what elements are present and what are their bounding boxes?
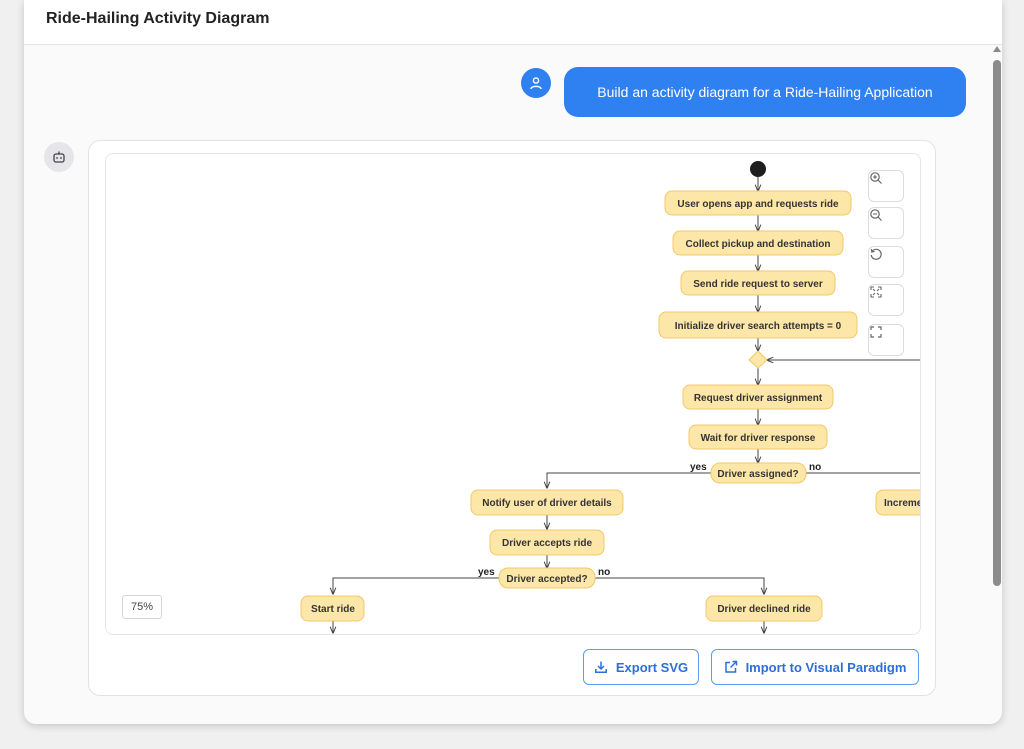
fit-icon — [869, 285, 883, 299]
label-no-2: no — [598, 567, 610, 578]
zoom-in-icon — [869, 171, 883, 185]
reset-icon — [869, 247, 883, 261]
node-wait-response: Wait for driver response — [689, 425, 827, 449]
bot-avatar — [44, 142, 74, 172]
svg-text:User opens app and requests ri: User opens app and requests ride — [677, 199, 839, 210]
label-no-1: no — [809, 462, 821, 473]
download-icon — [594, 660, 608, 674]
node-collect-pickup: Collect pickup and destination — [673, 231, 843, 255]
node-user-opens-app: User opens app and requests ride — [665, 191, 851, 215]
label-yes-1: yes — [690, 462, 707, 473]
start-node — [750, 161, 766, 177]
zoom-in-button[interactable] — [868, 170, 904, 202]
scroll-thumb[interactable] — [993, 60, 1001, 586]
svg-text:Collect pickup and destination: Collect pickup and destination — [685, 239, 830, 250]
export-svg-label: Export SVG — [616, 660, 688, 675]
import-label: Import to Visual Paradigm — [746, 660, 907, 675]
user-message-bubble: Build an activity diagram for a Ride-Hai… — [564, 67, 966, 117]
svg-text:Initialize driver search attem: Initialize driver search attempts = 0 — [675, 321, 842, 332]
svg-text:Start ride: Start ride — [311, 604, 355, 615]
merge-node — [749, 351, 767, 368]
decision-driver-assigned: Driver assigned? — [711, 463, 806, 483]
zoom-level-badge: 75% — [122, 595, 162, 619]
svg-text:Driver accepts ride: Driver accepts ride — [502, 538, 592, 549]
zoom-out-button[interactable] — [868, 207, 904, 239]
node-increment-attempts: Increme — [876, 490, 920, 515]
node-start-ride: Start ride — [301, 596, 364, 621]
scroll-up-icon[interactable] — [993, 46, 1001, 52]
user-avatar — [521, 68, 551, 98]
node-initialize-search: Initialize driver search attempts = 0 — [659, 312, 857, 338]
svg-text:Notify user of driver details: Notify user of driver details — [482, 498, 612, 509]
reset-view-button[interactable] — [868, 246, 904, 278]
node-notify-user: Notify user of driver details — [471, 490, 623, 515]
node-request-assignment: Request driver assignment — [683, 385, 833, 409]
svg-text:Driver accepted?: Driver accepted? — [506, 574, 587, 585]
svg-text:Driver declined ride: Driver declined ride — [717, 604, 811, 615]
scrollbar[interactable] — [992, 44, 1002, 724]
decision-driver-accepted: Driver accepted? — [499, 568, 595, 588]
svg-text:Wait for driver response: Wait for driver response — [701, 433, 816, 444]
node-driver-declined: Driver declined ride — [706, 596, 822, 621]
fullscreen-button[interactable] — [868, 324, 904, 356]
zoom-out-icon — [869, 208, 883, 222]
svg-text:Driver assigned?: Driver assigned? — [717, 469, 798, 480]
header-bar: Ride-Hailing Activity Diagram — [24, 0, 1002, 45]
activity-diagram: User opens app and requests ride Collect… — [106, 154, 920, 634]
svg-text:Increme: Increme — [884, 498, 920, 509]
export-svg-button[interactable]: Export SVG — [583, 649, 699, 685]
app-window: Ride-Hailing Activity Diagram Build an a… — [24, 0, 1002, 724]
user-icon — [529, 76, 543, 90]
node-driver-accepts: Driver accepts ride — [490, 530, 604, 555]
fit-view-button[interactable] — [868, 284, 904, 316]
bot-icon — [52, 150, 66, 164]
node-send-request: Send ride request to server — [681, 271, 835, 295]
response-card: User opens app and requests ride Collect… — [88, 140, 936, 696]
svg-text:Request driver assignment: Request driver assignment — [694, 393, 823, 404]
label-yes-2: yes — [478, 567, 495, 578]
fullscreen-icon — [869, 325, 883, 339]
diagram-canvas[interactable]: User opens app and requests ride Collect… — [105, 153, 921, 635]
page-title: Ride-Hailing Activity Diagram — [46, 10, 269, 28]
import-visual-paradigm-button[interactable]: Import to Visual Paradigm — [711, 649, 919, 685]
svg-text:Send ride request to server: Send ride request to server — [693, 279, 823, 290]
external-link-icon — [724, 660, 738, 674]
